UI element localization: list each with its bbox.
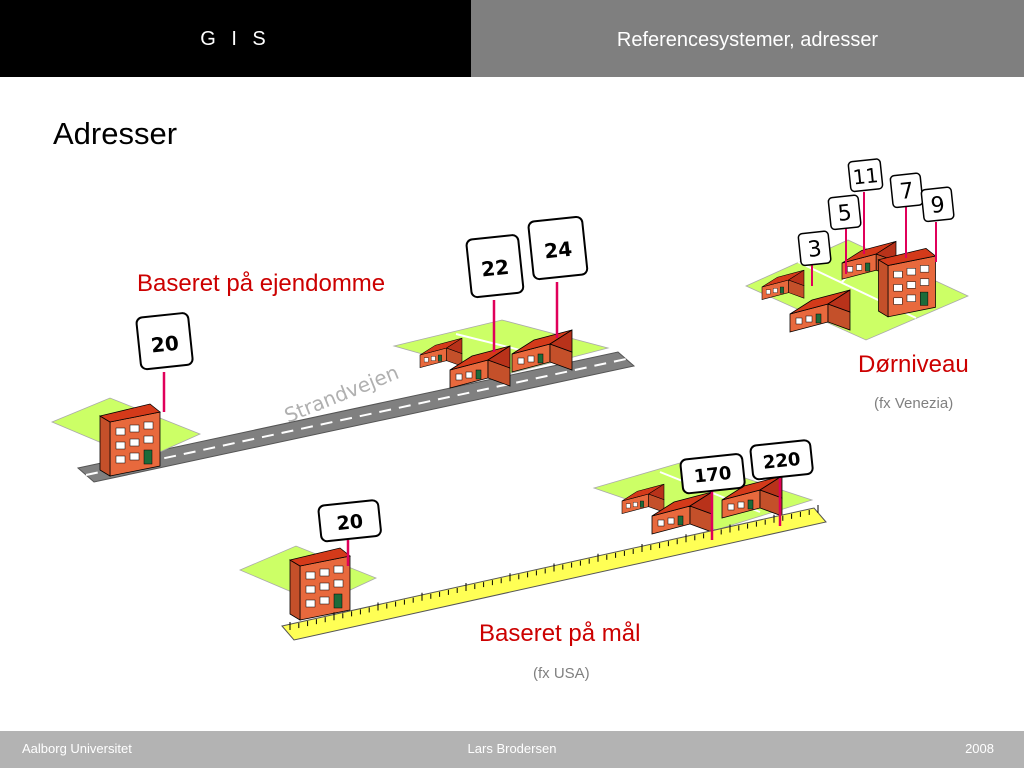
footer: Aalborg Universitet Lars Brodersen 2008 <box>0 731 1024 768</box>
sign-measure-170: 170 <box>693 463 733 488</box>
footer-author: Lars Brodersen <box>467 741 557 756</box>
slide-title: Adresser <box>53 116 178 151</box>
sign-door-5: 5 <box>836 201 853 227</box>
sign-door-11: 11 <box>852 163 880 190</box>
label-measure: Baseret på mål <box>479 620 641 647</box>
sign-measure-220: 220 <box>762 449 802 474</box>
label-door-note: (fx Venezia) <box>874 395 954 412</box>
header-topic-label: Referencesystemer, adresser <box>616 29 879 51</box>
sign-measure-20: 20 <box>336 510 365 535</box>
footer-year: 2008 <box>965 741 994 756</box>
sign-door-3: 3 <box>806 237 823 263</box>
sign-property-20: 20 <box>150 331 180 358</box>
label-door-level: Dørniveau <box>858 351 969 378</box>
header-topic: Referencesystemer, adresser <box>471 0 1024 77</box>
sign-door-9: 9 <box>929 193 946 219</box>
label-measure-note: (fx USA) <box>533 665 590 682</box>
header-section: G I S <box>0 0 471 77</box>
footer-institution: Aalborg Universitet <box>22 741 132 756</box>
header-section-label: G I S <box>200 28 271 50</box>
sign-property-24: 24 <box>543 237 573 264</box>
label-property: Baseret på ejendomme <box>137 270 386 297</box>
sign-property-22: 22 <box>480 255 510 282</box>
sign-door-7: 7 <box>898 179 915 205</box>
